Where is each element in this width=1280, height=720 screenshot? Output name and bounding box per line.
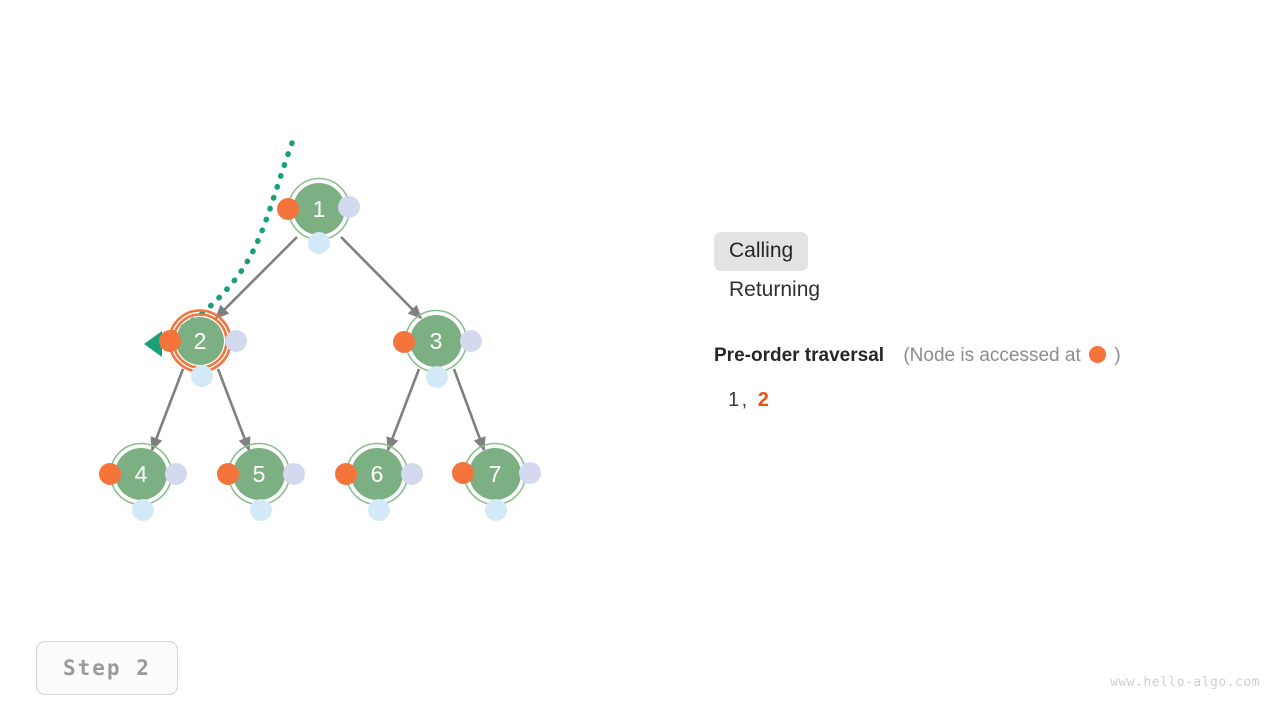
node-access-dot (99, 463, 121, 485)
node-label: 1 (313, 196, 326, 222)
node-label: 2 (194, 328, 207, 354)
node-circle (115, 448, 167, 500)
node-right-dot (460, 330, 482, 352)
node-label: 3 (430, 328, 443, 354)
node-access-dot (159, 330, 181, 352)
tree-edges (150, 236, 486, 452)
traversal-note-after: ) (1114, 345, 1121, 366)
edge-2-5 (216, 368, 251, 452)
traversal-note-before: (Node is accessed at (903, 345, 1081, 366)
traversal-block: Pre-order traversal (Node is accessed at… (714, 346, 1254, 412)
traversal-path-line (157, 140, 295, 344)
node-right-dot (283, 463, 305, 485)
edge-3-6 (386, 368, 421, 452)
node-right-dot (519, 462, 541, 484)
node-circle (351, 448, 403, 500)
node-circle (410, 315, 462, 367)
node-access-dot (452, 462, 474, 484)
traversal-path-arrowhead (144, 331, 162, 357)
state-label-calling: Calling (714, 232, 809, 271)
info-panel: Calling Returning Pre-order traversal (N… (714, 232, 1254, 412)
tree-node-4[interactable]: 4 (99, 442, 187, 522)
node-bottom-dot (191, 365, 213, 387)
node-bottom-dot (368, 499, 390, 521)
edge-3-7 (452, 368, 486, 452)
state-row-calling: Calling (714, 232, 1254, 271)
edge-2-4 (150, 368, 185, 452)
node-access-dot (393, 331, 415, 353)
traversal-value-latest: 2 (757, 389, 770, 411)
node-circle (176, 317, 224, 365)
traversal-values: 1,2 (728, 389, 1254, 412)
tree-node-1[interactable]: 1 (277, 177, 360, 255)
node-label: 4 (135, 461, 148, 487)
node-right-dot (225, 330, 247, 352)
node-circle (293, 183, 345, 235)
node-bottom-dot (132, 499, 154, 521)
traversal-separator: , (741, 389, 748, 411)
tree-node-5[interactable]: 5 (217, 442, 305, 522)
watermark: www.hello-algo.com (1110, 675, 1260, 690)
node-circle (469, 448, 521, 500)
binary-tree-diagram: 1 2 3 4 5 (99, 140, 541, 522)
node-bottom-dot (250, 499, 272, 521)
tree-node-7[interactable]: 7 (452, 442, 541, 522)
node-right-dot (338, 196, 360, 218)
access-dot-icon (1089, 346, 1107, 363)
node-access-dot (335, 463, 357, 485)
node-right-dot (401, 463, 423, 485)
traversal-path (144, 140, 295, 357)
node-bottom-dot (485, 499, 507, 521)
node-label: 7 (489, 461, 502, 487)
node-right-dot (165, 463, 187, 485)
tree-node-6[interactable]: 6 (335, 442, 423, 522)
node-circle (233, 448, 285, 500)
state-row-returning: Returning (714, 271, 1254, 310)
state-label-returning: Returning (729, 278, 821, 301)
traversal-value: 1 (728, 389, 740, 411)
edge-1-2 (214, 236, 298, 320)
step-badge: Step 2 (36, 641, 178, 695)
traversal-header: Pre-order traversal (Node is accessed at… (714, 346, 1254, 365)
node-access-dot (217, 463, 239, 485)
traversal-title: Pre-order traversal (714, 345, 885, 366)
edge-1-3 (340, 236, 423, 320)
node-label: 6 (371, 461, 384, 487)
node-bottom-dot (426, 366, 448, 388)
tree-node-2[interactable]: 2 (159, 309, 247, 388)
node-bottom-dot (308, 232, 330, 254)
node-label: 5 (253, 461, 266, 487)
node-access-dot (277, 198, 299, 220)
tree-node-3[interactable]: 3 (393, 309, 482, 389)
